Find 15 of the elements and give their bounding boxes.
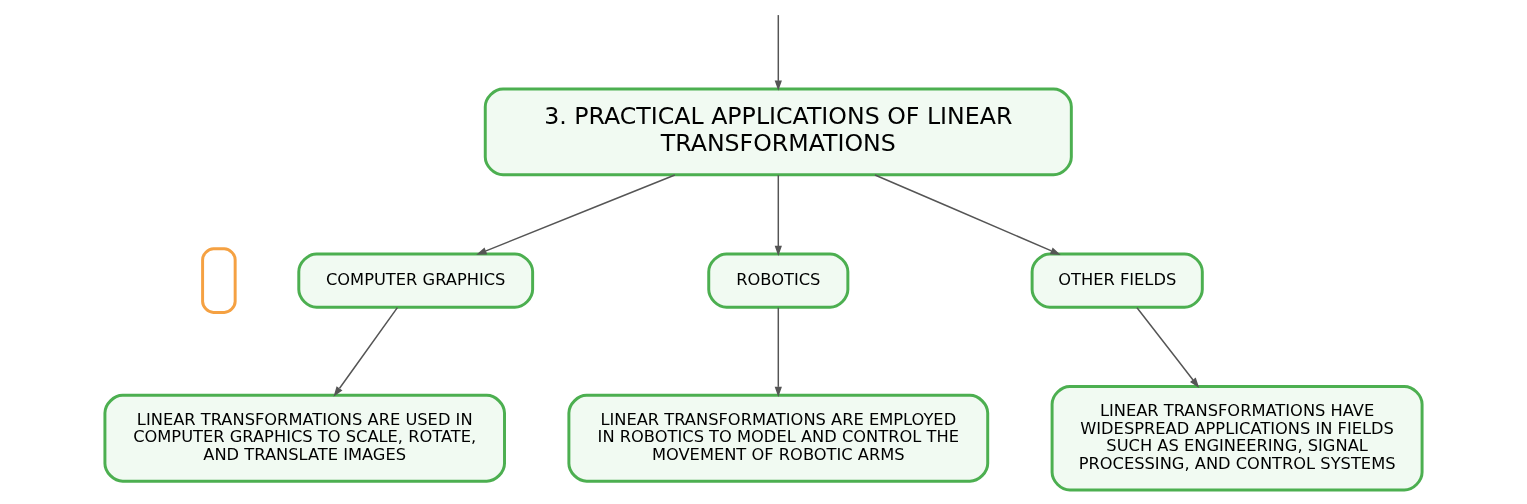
- node-box: LINEAR TRANSFORMATIONS ARE EMPLOYED IN ROBOTICS TO MODEL AND CONTROL THE MOVEMENT OF ROBOTIC ARMS: [567, 393, 990, 483]
- arrow: [333, 306, 399, 397]
- node-box: LINEAR TRANSFORMATIONS HAVE WIDESPREAD APPLICATIONS IN FIELDS SUCH AS ENGINEERING, SIGNAL PROCESSING, AND CONTROL SYSTEMS: [1050, 385, 1424, 492]
- node-box: 3. PRACTICAL APPLICATIONS OF LINEAR TRANSFORMATIONS: [483, 87, 1073, 177]
- node-box: [201, 247, 237, 314]
- arrow: [774, 14, 782, 91]
- node-box: ROBOTICS: [707, 252, 850, 309]
- node-box: OTHER FIELDS: [1030, 252, 1204, 309]
- arrow: [774, 306, 782, 398]
- arrow: [774, 174, 782, 257]
- arrow: [874, 174, 1061, 255]
- node-box: LINEAR TRANSFORMATIONS ARE USED IN COMPUTER GRAPHICS TO SCALE, ROTATE, AND TRANSLATE IMAGES: [103, 393, 506, 483]
- arrow: [1136, 306, 1200, 388]
- node-box: COMPUTER GRAPHICS: [297, 252, 535, 309]
- arrow: [476, 174, 676, 255]
